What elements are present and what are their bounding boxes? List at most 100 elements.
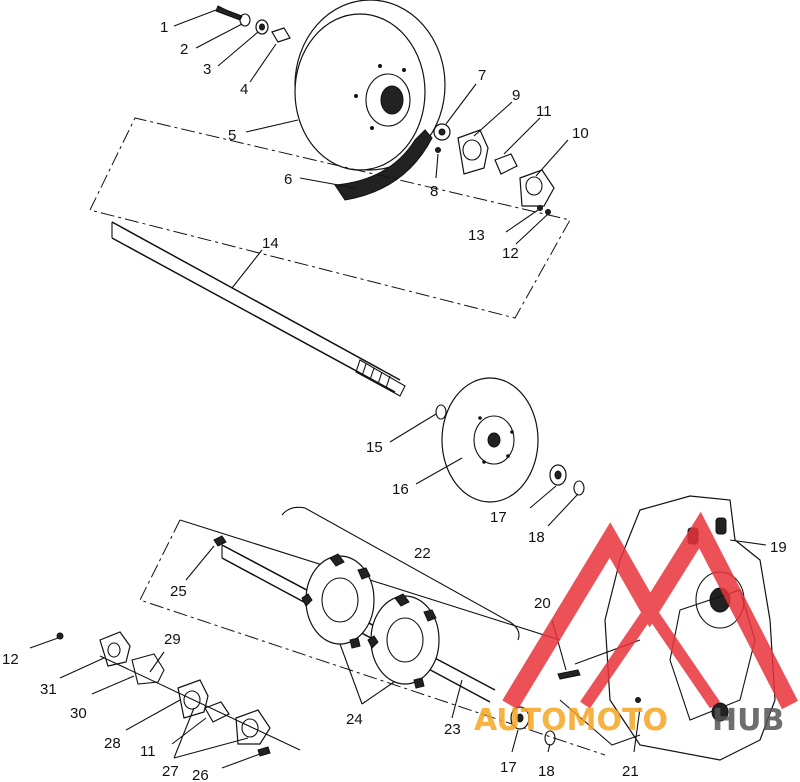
- chaincase-lower-hole: [711, 702, 729, 722]
- callout-27: 27: [162, 763, 179, 780]
- callout-12-top: 12: [502, 245, 519, 262]
- flange-27: [235, 709, 271, 745]
- chaincase-group: [604, 495, 776, 761]
- chaincase-slot: [715, 517, 727, 535]
- callout-4: 4: [240, 81, 248, 98]
- bearing-flange-outer-bore: [525, 176, 543, 196]
- callout-17-bottom: 17: [500, 759, 517, 776]
- bearing-flange-bore: [462, 139, 482, 161]
- snap-ring: [435, 404, 447, 420]
- nut-12-lower: [56, 632, 64, 640]
- bolt: [215, 5, 243, 21]
- shaft-bottom-edge: [111, 237, 396, 393]
- track-sprocket-1-hub: [321, 577, 359, 623]
- callout-18-bottom: 18: [538, 763, 555, 780]
- callout-8: 8: [430, 183, 438, 200]
- sprocket-teeth: [301, 553, 371, 649]
- gasket-30: [131, 653, 165, 685]
- callout-19: 19: [770, 539, 787, 556]
- callout-17-top: 17: [490, 509, 507, 526]
- bearing-disc-side-bore: [554, 470, 562, 480]
- callout-9: 9: [512, 87, 520, 104]
- lock-washer: [239, 13, 251, 27]
- callout-24: 24: [346, 711, 363, 728]
- bearing-flange-inner: [457, 129, 489, 175]
- disc-hole: [482, 460, 486, 464]
- callout-11-bottom: 11: [140, 743, 156, 760]
- retaining-ring: [573, 480, 585, 496]
- top-sprocket-assembly: [215, 0, 555, 215]
- plug: [213, 535, 227, 547]
- watermark-word-right: HUB: [712, 703, 784, 738]
- callout-14: 14: [262, 235, 279, 252]
- lock-nut: [537, 205, 543, 211]
- sprocket-hub: [365, 73, 411, 127]
- bearing-11-lower: [204, 701, 230, 723]
- washer-hole: [259, 23, 265, 31]
- callout-23: 23: [444, 721, 461, 738]
- track-sprocket-2-hub: [386, 617, 424, 663]
- callout-labels: 1 2 3 4 5 6 7 8 9 11 10 13 12 14 15 16 1…: [2, 19, 787, 782]
- flange-27-bore: [241, 718, 259, 738]
- callout-12-bottom: 12: [2, 651, 19, 668]
- callout-21: 21: [622, 763, 639, 780]
- callout-16: 16: [392, 481, 409, 498]
- track-drive-shaft-group: [139, 506, 641, 756]
- callout-28: 28: [104, 735, 121, 752]
- callout-5: 5: [228, 127, 236, 144]
- callout-6: 6: [284, 171, 292, 188]
- disc-hole: [478, 416, 482, 420]
- callout-1: 1: [160, 19, 168, 36]
- flange-31-bore: [107, 642, 121, 658]
- callout-3: 3: [203, 61, 211, 78]
- callout-20: 20: [534, 595, 551, 612]
- chaincase-housing: [604, 495, 776, 761]
- disk-bolt-hole: [378, 64, 382, 68]
- sprocket-disk: [294, 13, 426, 171]
- drive-chain: [334, 129, 433, 201]
- disc-hole: [506, 454, 510, 458]
- callout-26: 26: [192, 767, 209, 782]
- disk-bolt-hole: [402, 68, 406, 72]
- track-sprocket-2: [370, 595, 440, 685]
- drive-shaft-group: [89, 117, 571, 397]
- callout-2: 2: [180, 41, 188, 58]
- sprocket-teeth: [367, 593, 437, 689]
- flange-28-bore: [183, 690, 201, 710]
- bolt-20: [557, 669, 581, 680]
- callout-11-top: 11: [536, 103, 552, 120]
- spline-marks: [361, 363, 391, 389]
- nut: [545, 209, 551, 215]
- brake-disc-bore: [487, 432, 501, 448]
- chaincase-screw: [635, 697, 641, 703]
- watermark-logo: AUTOMOTO HUB: [474, 511, 799, 738]
- flange-31: [99, 631, 131, 667]
- dashed-assembly-outline-top: [89, 117, 571, 319]
- left-bearing-group: [56, 631, 301, 757]
- dashed-assembly-outline-bottom: [139, 519, 606, 756]
- disk-bolt-hole: [370, 126, 374, 130]
- callout-18-top: 18: [528, 529, 545, 546]
- brake-disc-hub: [473, 415, 515, 465]
- screw: [435, 147, 441, 153]
- callout-31: 31: [40, 681, 57, 698]
- flange-28: [177, 679, 209, 719]
- disc-hole: [510, 430, 514, 434]
- sprocket-group-bracket: [281, 506, 520, 641]
- shaft-top-edge: [111, 221, 401, 381]
- callout-22: 22: [414, 545, 431, 562]
- sprocket-hub-bore: [380, 85, 404, 115]
- callout-29: 29: [164, 631, 181, 648]
- callout-10: 10: [572, 125, 589, 142]
- disk-bolt-hole: [354, 94, 358, 98]
- leader-lines: [29, 9, 767, 769]
- callout-25: 25: [170, 583, 187, 600]
- spacer-bushing: [271, 27, 291, 43]
- callout-15: 15: [366, 439, 383, 456]
- bearing: [494, 153, 518, 175]
- callout-13: 13: [468, 227, 485, 244]
- watermark-inner-triangle-icon: [580, 599, 720, 709]
- callout-7: 7: [478, 67, 486, 84]
